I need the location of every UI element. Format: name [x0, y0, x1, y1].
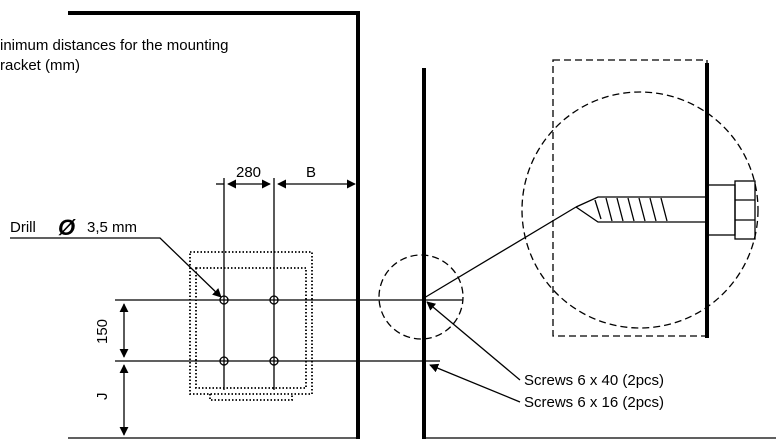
drill-size-label: 3,5 mm [87, 219, 137, 236]
screws-short-leader [429, 363, 521, 403]
drill-diameter-symbol: Ø [58, 215, 76, 240]
detail-circle-small [378, 254, 464, 340]
drill-leader [10, 237, 222, 298]
title-line-1: inimum distances for the mounting [0, 37, 228, 54]
dimension-b-label: B [306, 164, 316, 181]
screws-long-leader [426, 301, 521, 381]
detail-circle-large [521, 91, 759, 329]
title-line-2: racket (mm) [0, 57, 80, 74]
mounting-bracket-outline [189, 251, 313, 401]
screw-drawing [575, 180, 756, 240]
screws-long-label: Screws 6 x 40 (2pcs) [524, 372, 664, 389]
screws-short-label: Screws 6 x 16 (2pcs) [524, 394, 664, 411]
drill-label: Drill [10, 219, 36, 236]
dimension-150-label: 150 [94, 319, 111, 344]
detail-connector [423, 206, 577, 299]
dimension-j-label: J [94, 393, 111, 401]
drill-holes [219, 295, 279, 366]
cabinet-wall [68, 11, 360, 439]
dimension-280-label: 280 [236, 164, 261, 181]
detail-box [552, 59, 708, 337]
